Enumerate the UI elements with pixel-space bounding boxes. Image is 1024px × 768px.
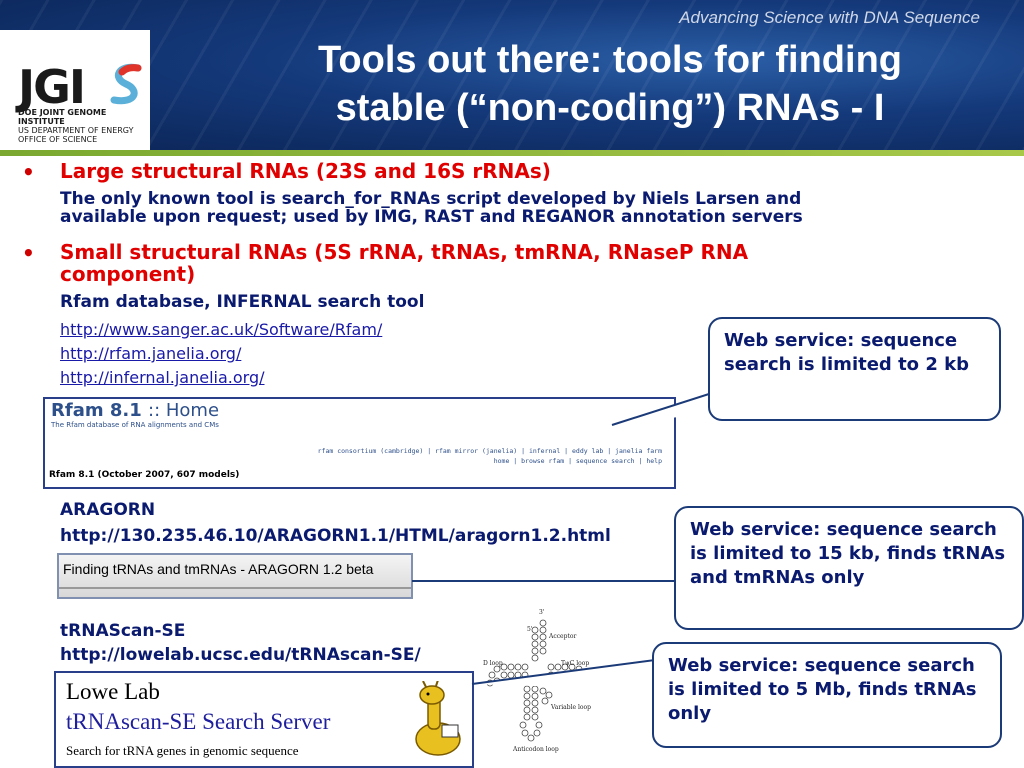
trnascan-server-subtitle: Search for tRNA genes in genomic sequenc… [66,743,299,758]
label-five-prime: 5' [527,626,533,633]
link-infernal-janelia[interactable]: http://infernal.janelia.org/ [60,368,265,387]
tagline: Advancing Science with DNA Sequence [679,8,980,27]
label-anticodon-loop: Anticodon loop [512,746,559,753]
aragorn-name: ARAGORN [60,500,156,520]
rfam-home-nav: rfam consortium (cambridge) | rfam mirro… [318,446,662,466]
large-rna-detail-line-2: available upon request; used by IMG, RAS… [60,207,803,227]
callout-aragorn: Web service: sequence search is limited … [674,506,1024,630]
lowe-lab-title: Lowe Lab [66,679,160,704]
rfam-home-title-name: Rfam 8.1 [51,400,142,421]
large-rna-detail-line-1: The only known tool is search_for_RNAs s… [60,189,802,209]
rfam-screenshot: Rfam 8.1 :: Home The Rfam database of RN… [43,397,676,489]
callout-trnascan: Web service: sequence search is limited … [652,642,1002,748]
trnascan-server-title: tRNAscan-SE Search Server [66,709,331,734]
aragorn-divider [59,587,411,589]
title-line-1: Tools out there: tools for finding [318,39,902,81]
large-rna-detail: The only known tool is search_for_RNAs s… [60,190,960,226]
callout-rfam: Web service: sequence search is limited … [708,317,1001,421]
logo-sub-line-1: DOE JOINT GENOME INSTITUTE [18,108,107,126]
rfam-home-title-suffix: :: Home [148,400,220,421]
trnascan-screenshot: Lowe Lab tRNAscan-SE Search Server Searc… [54,671,474,768]
llama-mascot-icon [415,681,461,756]
aragorn-screenshot-title: Finding tRNAs and tmRNAs - ARAGORN 1.2 b… [63,561,374,577]
label-tpsic-loop: TψC loop [561,660,589,667]
aragorn-url: http://130.235.46.10/ARAGORN1.1/HTML/ara… [60,526,611,546]
bullet-large-rnas: Large structural RNAs (23S and 16S rRNAs… [60,159,551,183]
logo-subtitle: DOE JOINT GENOME INSTITUTE US DEPARTMENT… [18,108,148,144]
jgi-logo [0,30,150,150]
title-line-2: stable (“non-coding”) RNAs - I [335,87,885,129]
bullet-small-rnas-line-2: component) [60,262,196,286]
rfam-label: Rfam database, INFERNAL search tool [60,292,425,312]
rfam-home-subtitle: The Rfam database of RNA alignments and … [51,421,219,429]
logo-sub-line-2: US DEPARTMENT OF ENERGY [18,126,134,135]
label-three-prime: 3' [539,609,545,616]
logo-sub-line-3: OFFICE OF SCIENCE [18,135,98,144]
jgi-swirl-icon [110,63,142,105]
accent-bar [0,150,1024,156]
label-d-loop: D loop [483,660,503,667]
bullet-small-rnas-line-1: Small structural RNAs (5S rRNA, tRNAs, t… [60,240,749,264]
label-acceptor: Acceptor [548,633,576,640]
rfam-home-nav-line-1: rfam consortium (cambridge) | rfam mirro… [317,447,662,455]
bullet-small-rnas: Small structural RNAs (5S rRNA, tRNAs, t… [60,241,748,285]
rfam-home-title: Rfam 8.1 :: Home [51,400,219,421]
trnascan-url: http://lowelab.ucsc.edu/tRNAscan-SE/ [60,645,421,665]
bullet-marker-1: • [22,160,35,184]
rfam-version: Rfam 8.1 (October 2007, 607 models) [49,470,240,480]
aragorn-screenshot: Finding tRNAs and tmRNAs - ARAGORN 1.2 b… [57,553,413,599]
slide-title: Tools out there: tools for finding stabl… [210,36,1010,132]
logo-text: JGI [18,60,86,114]
rfam-home-nav-line-2: home | browse rfam | sequence search | h… [493,457,662,465]
bullet-marker-2: • [22,241,35,265]
link-sanger-rfam[interactable]: http://www.sanger.ac.uk/Software/Rfam/ [60,320,383,339]
header-banner: Advancing Science with DNA Sequence Tool… [0,0,1024,150]
link-rfam-janelia[interactable]: http://rfam.janelia.org/ [60,344,242,363]
trnascan-name: tRNAScan-SE [60,621,186,641]
label-variable-loop: Variable loop [550,704,591,711]
